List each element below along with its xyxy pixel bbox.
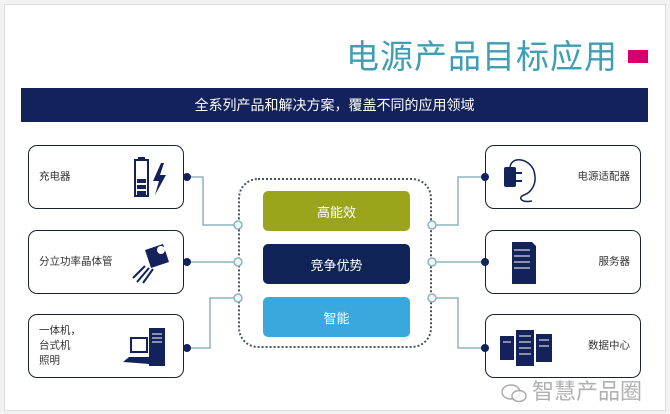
watermark: 智慧产品圈 — [500, 380, 642, 406]
app-label: 服务器 — [598, 255, 631, 268]
wechat-icon — [501, 384, 527, 403]
battery-charging-icon — [134, 157, 166, 197]
app-label: 充电器 — [39, 170, 71, 183]
app-label: 一体机， 台式机 照明 — [39, 324, 81, 369]
app-label: 分立功率晶体管 — [39, 255, 113, 268]
watermark-text: 智慧产品圈 — [532, 380, 643, 405]
power-adapter-icon — [504, 159, 536, 203]
accent-square — [628, 50, 648, 63]
label-line: 照明 — [39, 354, 60, 367]
app-power-adapter: 电源适配器 — [485, 145, 641, 209]
banner: 全系列产品和解决方案，覆盖不同的应用领域 — [21, 88, 648, 122]
app-server: 服务器 — [485, 230, 641, 294]
app-data-center: 数据中心 — [485, 314, 641, 378]
app-charger: 充电器 — [28, 145, 184, 209]
app-label: 数据中心 — [588, 339, 630, 352]
feature-competitive-advantage: 竞争优势 — [263, 244, 410, 284]
server-icon — [512, 242, 536, 284]
data-center-icon — [500, 330, 552, 366]
app-discrete-power-transistor: 分立功率晶体管 — [28, 230, 184, 294]
feature-smart: 智能 — [263, 297, 410, 337]
app-desktop-lighting: 一体机， 台式机 照明 — [28, 314, 184, 378]
transistor-icon — [132, 244, 169, 284]
app-label: 电源适配器 — [577, 170, 631, 183]
label-line: 一体机， — [39, 324, 81, 337]
desktop-computer-icon — [123, 328, 165, 366]
feature-high-efficiency: 高能效 — [263, 191, 410, 231]
slide-title: 电源产品目标应用 — [346, 37, 618, 76]
label-line: 台式机 — [39, 339, 71, 352]
